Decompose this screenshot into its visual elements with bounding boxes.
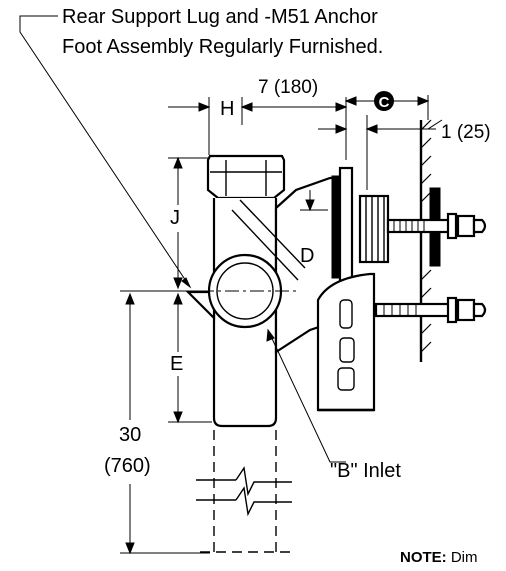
dim-j-lines bbox=[168, 156, 214, 290]
dim-e-lines bbox=[168, 292, 212, 424]
upper-anchor-rods bbox=[358, 187, 487, 267]
callout-note-line2: Foot Assembly Regularly Furnished. bbox=[62, 36, 383, 58]
footnote-bold: NOTE: bbox=[400, 549, 447, 566]
dim-760-label: (760) bbox=[104, 455, 151, 477]
dim-c-letter: C bbox=[379, 94, 390, 111]
callout-leader bbox=[19, 15, 192, 289]
rear-support-lug bbox=[316, 272, 376, 412]
top-dimension-lines bbox=[168, 95, 443, 190]
dim-1-25-label: 1 (25) bbox=[441, 122, 491, 143]
carrier-fitting-body bbox=[185, 154, 354, 428]
dim-30-label: 30 bbox=[119, 424, 141, 446]
lower-anchor-rods bbox=[374, 296, 487, 324]
dim-j-label: J bbox=[170, 207, 180, 229]
dim-7-180-label: 7 (180) bbox=[258, 77, 318, 98]
dim-d-label: D bbox=[300, 245, 314, 267]
pipe-extension-dashed bbox=[196, 430, 292, 553]
inlet-label: "B" Inlet bbox=[330, 460, 401, 482]
footnote-text: Dim bbox=[447, 549, 478, 566]
dim-h-label: H bbox=[220, 98, 234, 120]
dim-c-badge: C bbox=[374, 91, 394, 111]
dim-30-lines bbox=[120, 292, 210, 555]
dim-d-lines bbox=[300, 190, 328, 212]
dim-e-label: E bbox=[170, 353, 183, 375]
inlet-leader bbox=[266, 328, 346, 463]
callout-note-line1: Rear Support Lug and -M51 Anchor bbox=[62, 6, 378, 28]
footnote: NOTE: Dim bbox=[400, 549, 478, 566]
